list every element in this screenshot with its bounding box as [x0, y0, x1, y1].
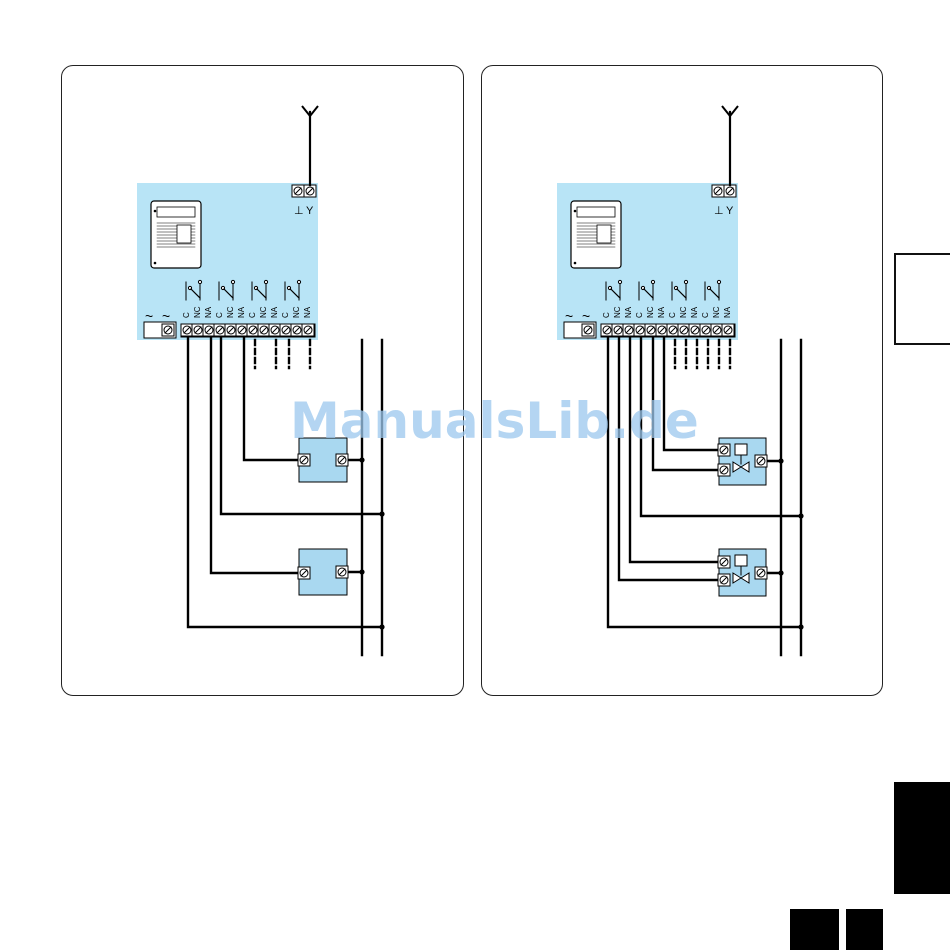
module-chip [597, 225, 611, 243]
module-chip [177, 225, 191, 243]
junction-dot [798, 513, 803, 518]
watermark-text: ManualsLib.de [290, 392, 699, 450]
relay-contact [618, 280, 621, 283]
wire-power-bus [608, 337, 801, 627]
power-symbol: ~ [145, 308, 153, 324]
relay-contact [717, 280, 720, 283]
junction-dot [379, 624, 384, 629]
relay-terminal-label: NC [226, 306, 235, 318]
relay-contact [198, 280, 201, 283]
relay-contact [684, 280, 687, 283]
power-symbol: ~ [565, 308, 573, 324]
page-marker-black-b [846, 909, 883, 950]
relay-terminal-label: NC [292, 306, 301, 318]
junction-dot [778, 570, 783, 575]
junction-dot [778, 458, 783, 463]
power-symbol: ~ [162, 308, 170, 324]
page-marker-black-a [790, 909, 839, 950]
relay-contact [231, 280, 234, 283]
module-pin [574, 210, 577, 213]
power-symbol: ~ [582, 308, 590, 324]
relay-terminal-label: C [248, 312, 257, 318]
relay-contact [297, 280, 300, 283]
wire-device-2 [211, 337, 305, 573]
valve-actuator [735, 444, 747, 455]
relay-terminal-label: NA [237, 306, 246, 318]
relay-terminal-label: NC [193, 306, 202, 318]
receiver-module [151, 201, 201, 268]
relay-terminal-label: NA [204, 306, 213, 318]
relay-terminal-label: C [668, 312, 677, 318]
relay-terminal-label: C [701, 312, 710, 318]
junction-dot [798, 624, 803, 629]
relay-terminal-label: NC [259, 306, 268, 318]
page-tab-black [894, 782, 950, 894]
antenna-ground-symbol: ⊥ [714, 205, 724, 217]
wire-valve-2-b [619, 337, 724, 580]
junction-dot [359, 569, 364, 574]
relay-terminal-label: C [635, 312, 644, 318]
wire-power-bus [188, 337, 382, 627]
relay-terminal-label: NA [723, 306, 732, 318]
relay-terminal-label: NC [646, 306, 655, 318]
antenna-symbol: Y [306, 205, 314, 217]
relay-contact [651, 280, 654, 283]
junction-dot [379, 511, 384, 516]
relay-terminal-label: NA [657, 306, 666, 318]
valve-actuator [735, 555, 747, 566]
side-tab-marker [894, 253, 950, 345]
module-pin [154, 210, 157, 213]
relay-terminal-label: NA [690, 306, 699, 318]
relay-terminal-label: C [281, 312, 290, 318]
relay-contact [264, 280, 267, 283]
relay-terminal-label: NA [624, 306, 633, 318]
relay-terminal-label: NA [303, 306, 312, 318]
relay-terminal-label: NA [270, 306, 279, 318]
relay-terminal-label: C [182, 312, 191, 318]
module-pin [154, 262, 157, 265]
receiver-module [571, 201, 621, 268]
relay-terminal-label: NC [712, 306, 721, 318]
relay-terminal-label: C [602, 312, 611, 318]
antenna-symbol: Y [726, 205, 734, 217]
relay-terminal-label: NC [679, 306, 688, 318]
antenna-ground-symbol: ⊥ [294, 205, 304, 217]
junction-dot [359, 457, 364, 462]
module-pin [574, 262, 577, 265]
relay-terminal-label: NC [613, 306, 622, 318]
relay-terminal-label: C [215, 312, 224, 318]
